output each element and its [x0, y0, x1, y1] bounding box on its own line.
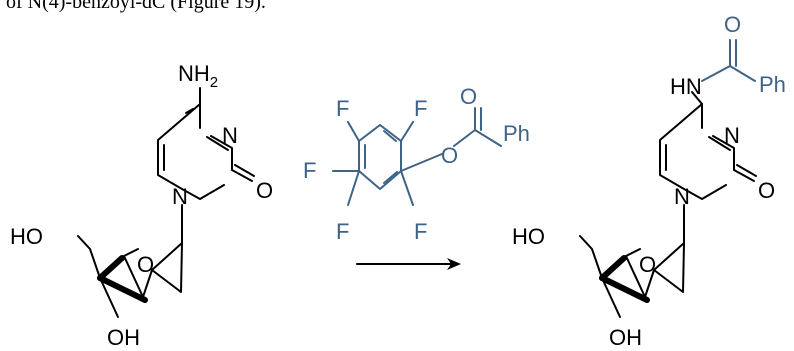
product-oh-bond — [601, 277, 621, 318]
reagent-f-label-1: F — [336, 96, 349, 121]
product-ring-o-label: O — [639, 252, 656, 277]
reagent-ester-o-label: O — [441, 143, 458, 168]
product-n3-label: N — [724, 123, 740, 148]
reagent-carbonyl-o-label: O — [460, 84, 477, 109]
reagent-f-label-2: F — [414, 96, 427, 121]
product-ho-bond — [579, 235, 603, 279]
product-n1-label: N — [674, 184, 690, 209]
substrate-oh-bond — [99, 277, 119, 318]
product-hn-label: HN — [670, 74, 702, 99]
reaction-arrow-head — [447, 258, 461, 270]
substrate-ho-label: HO — [10, 224, 43, 249]
substrate-ring-bonds — [157, 103, 233, 200]
substrate-double-bond-c4n3 — [185, 108, 194, 114]
substrate-deoxycytidine: NH2 N N O O HO OH — [10, 61, 273, 350]
substrate-sugar-wedge-2 — [97, 255, 125, 281]
product-ho-label: HO — [512, 224, 545, 249]
substrate-oh-label: OH — [107, 325, 140, 350]
substrate-carbonyl-o-label: O — [256, 178, 273, 203]
product-benzoyl-o-label: O — [724, 12, 741, 37]
product-carbonyl-o-label: O — [758, 178, 775, 203]
product-sugar-bonds — [625, 242, 685, 298]
reaction-arrow — [356, 258, 461, 270]
substrate-ho-bond — [77, 235, 101, 279]
reagent-pentafluorophenyl-benzoate: F F F F F O O Ph — [303, 84, 530, 244]
reagent-ph-label: Ph — [503, 121, 530, 146]
product-n4-benzoyl-deoxycytidine: O Ph HN N N O O HO OH — [512, 12, 786, 350]
substrate-sugar-wedge — [97, 275, 148, 303]
reagent-cf-bonds — [332, 121, 414, 206]
substrate-ring-o-label: O — [137, 252, 154, 277]
reagent-aromatic-bonds — [364, 130, 398, 184]
substrate-sugar-bonds — [123, 242, 183, 298]
product-carbonyl-bond — [733, 164, 757, 182]
substrate-amine-label: NH2 — [178, 61, 218, 91]
product-double-bond-inner — [708, 136, 731, 151]
product-sugar-wedge — [599, 275, 650, 303]
substrate-n1-label: N — [172, 184, 188, 209]
product-oh-label: OH — [609, 325, 642, 350]
product-ph-label: Ph — [759, 72, 786, 97]
substrate-double-bond-inner — [206, 136, 229, 151]
product-ring-bonds — [659, 103, 735, 200]
product-sugar-wedge-2 — [599, 255, 627, 281]
product-amide-bond — [691, 91, 703, 105]
product-benzoyl-bonds — [701, 39, 756, 82]
reagent-f-label-5: F — [414, 219, 427, 244]
substrate-n3-label: N — [222, 123, 238, 148]
reagent-ester-bonds — [400, 107, 502, 172]
substrate-carbonyl-bond — [231, 164, 255, 182]
reagent-f-label-3: F — [303, 158, 316, 183]
reagent-f-label-4: F — [336, 219, 349, 244]
caption-text: of N(4)-benzoyl-dC (Figure 19). — [6, 0, 266, 13]
